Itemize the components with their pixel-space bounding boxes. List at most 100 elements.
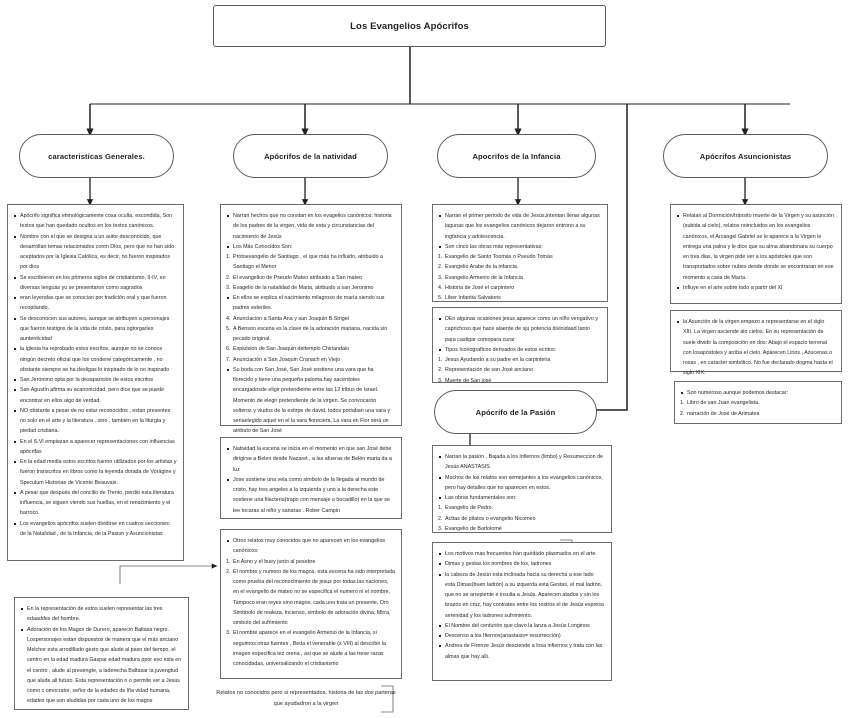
card-infancia-2: DEn algunas ocasiones jesus aparece como… [432,307,608,386]
list-item: 1.Evangelio de Santo Toomás o Pseudo Tom… [438,252,601,262]
card-natividad-4-text: Relatos no conocidos pero si representad… [216,690,396,707]
list-item: 1.Evangelio de Pedro. [438,503,605,513]
card-asuncionistas-3: Son numeroso aunque podemos destacar:1.L… [674,381,842,424]
list-item: Dimas y gestas los nombres de los, ladro… [438,559,605,569]
card-asuncionistas-1-list: Relatan al Dormición/tránsito muerte de … [676,211,835,293]
list-item-number: 3. [226,630,231,637]
card-asuncionistas-3-list: Son numeroso aunque podemos destacar:1.L… [680,388,835,419]
list-item: la iglesia ha reprobado estos escritos, … [13,344,177,375]
list-item: En ellos se explica el nacimiento milagr… [226,293,395,314]
list-item: 2.narración de José de Arimatea [680,409,835,419]
list-item: 2.El evangelkio de Pseudo Mateo atribuid… [226,273,395,283]
list-item: A pesar que después del concilio de Tren… [13,488,177,519]
list-item: Narran hechos que no constan en los evag… [226,211,395,242]
list-item-number: 1. [226,254,231,260]
list-item: En la edad media estos escritos fueron u… [13,457,177,488]
list-item: San Jerónimo opta por la desaparición de… [13,375,177,385]
list-item: 3.Muerte de San josé [438,376,601,386]
list-item: Adoración de los Magos de Durero, aparec… [20,625,182,707]
list-item: Andrea de Firenze Jesús desciende a losa… [438,641,605,662]
branch-node-natividad-label: Apócrifos de la natividad [264,151,357,161]
list-item-number: 3. [438,377,443,384]
list-item: Influye en el arte sobre todo a partir d… [676,283,835,293]
list-item: Se desconocen sus autores, aunque se atr… [13,314,177,345]
list-item: Otros relatos muy conocidos que no apare… [226,536,395,557]
list-item-number: 5. [438,295,443,301]
list-item: Los evangelios apócrifos suelen dividirs… [13,519,177,540]
list-item: 1.En Asno y el buey junto al pesebre [226,557,395,567]
list-item-number: 1. [438,254,443,260]
list-item: Son cinco las obras más representativas: [438,242,601,252]
root-node-label: Los Evangelios Apócrifos [350,20,469,32]
list-item: Las obras fundamentales son: [438,493,605,503]
list-item: la cabeza de Jesún esta inclinada hacia … [438,570,605,621]
list-item-number: 3. [226,284,231,291]
list-item: 4.Historia de José el carpintero [438,283,601,293]
card-natividad-2: Natividad la escena se inicia en el mome… [220,437,402,519]
list-item: 7.Anunciación a San Joaquin Cranach en V… [226,355,395,365]
list-item: Son numeroso aunque podemos destacar: [680,388,835,398]
list-item: Narran el primer periodo de vida de Jesú… [438,211,601,242]
list-item: Relatan al Dormición/tránsito muerte de … [676,211,835,283]
list-item: 1.Jesus Ayudando a su padre en la carpin… [438,355,601,365]
card-pasion-1: Narran la pasión , Bajada a los infierno… [432,445,612,533]
branch-node-generales-label: caracteristicas Generales. [48,151,145,161]
list-item-number: 3. [438,274,443,281]
list-item: eran leyendas que se conocian por tradic… [13,293,177,314]
list-item: 5.A Benson escena es la clave de la ador… [226,325,388,342]
list-item-number: 2. [438,367,443,374]
branch-node-asuncionistas-label: Apócrifos Asuncionistas [699,151,792,161]
card-asuncionistas-2-list: la Asunción de la virgen empezo a repres… [676,317,835,379]
card-natividad-3-list: Otros relatos muy conocidos que no apare… [226,536,395,669]
card-asuncionistas-1: Relatan al Dormición/tránsito muerte de … [670,204,842,304]
branch-node-infancia[interactable]: Apocrifos de la Infancia [437,134,596,178]
list-item: la Asunción de la virgen empezo a repres… [676,317,835,379]
card-infancia-1-list: Narran el primer periodo de vida de Jesú… [438,211,601,303]
list-item: 1.Protoevangelio de Santiago , el que má… [226,254,384,271]
branch-node-generales[interactable]: caracteristicas Generales. [19,134,174,178]
list-item: NO obstante a pesar de no estar reconoci… [13,406,177,437]
list-item: 2.El nombre y numero de los magos, esta … [226,568,395,626]
list-item-number: 5. [226,325,231,332]
list-item: Muchos de los relatos son semejantes a l… [438,473,605,494]
list-item: Se escribieron en los primeros siglos de… [13,273,177,294]
list-item: DEn algunas ocasiones jesus aparece como… [438,314,601,345]
list-item-number: 6. [226,346,231,353]
card-infancia-1: Narran el primer periodo de vida de Jesú… [432,204,608,302]
list-item-number: 4. [226,315,231,322]
card-generales-2-list: En la representación de estos suelen rep… [20,604,182,707]
list-item: En la representación de estos suelen rep… [20,604,182,625]
card-natividad-4: Relatos no conocidos pero si representad… [216,688,396,714]
list-item-number: 2. [680,410,685,417]
list-item: 5.Liber Infantia Salvatoris [438,293,601,303]
list-item: El Nombre del centurión que clavo la lan… [438,621,605,631]
list-item: Su boda con San José, San José sostiene … [226,365,395,437]
list-item-number: 1. [438,357,443,363]
list-item: 1.Libro de san Juan evangelista. [680,398,835,408]
card-pasion-2-list: Los motivos mas frecuentes han quedado p… [438,549,605,662]
list-item: Apócrifo significa etimológicamente cosa… [13,211,177,232]
card-generales-1-list: Apócrifo significa etimológicamente cosa… [13,211,177,539]
card-natividad-3: Otros relatos muy conocidos que no apare… [220,529,402,679]
branch-node-infancia-label: Apocrifos de la Infancia [472,151,561,161]
branch-node-pasion[interactable]: Apócrifo de la Pasión [434,390,597,434]
list-item: 2.Evangelio Arabe de la infancia. [438,262,601,272]
card-generales-2: En la representación de estos suelen rep… [14,597,189,710]
card-natividad-1: Narran hechos que no constan en los evag… [220,204,402,434]
list-item: Tipos Iconograficos derivados de estos e… [438,345,601,355]
card-natividad-2-list: Natividad la escena se inicia en el mome… [226,444,395,516]
card-natividad-1-list: Narran hechos que no constan en los evag… [226,211,395,437]
list-item: En el S.VI empiezan a aparecer represent… [13,437,177,458]
list-item: Nombre con el que se designa a un autor … [13,232,177,273]
list-item: 4.Anunciación a Santa Ana y san Joaquin … [226,314,395,324]
list-item: Los Más Conocidos Son: [226,242,395,252]
list-item-number: 2. [226,568,231,575]
branch-node-asuncionistas[interactable]: Apócrifos Asuncionistas [663,134,828,178]
list-item-number: 3. [438,525,443,532]
list-item-number: 2. [438,264,443,271]
list-item-number: 7. [226,356,231,363]
root-node[interactable]: Los Evangelios Apócrifos [213,5,606,47]
list-item-number: 4. [438,284,443,291]
list-item-number: 1. [438,505,443,512]
branch-node-natividad[interactable]: Apócrifos de la natividad [233,134,388,178]
